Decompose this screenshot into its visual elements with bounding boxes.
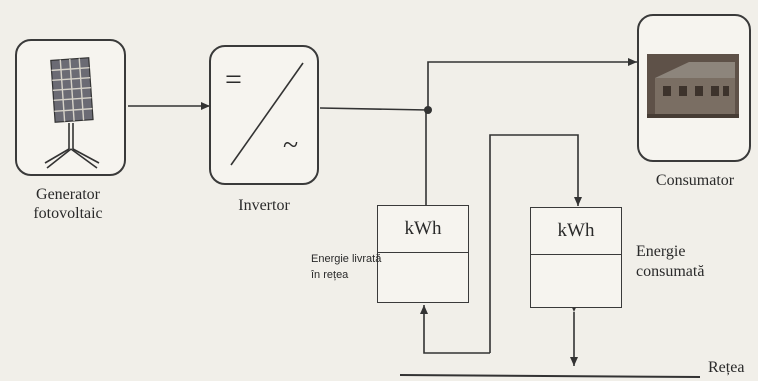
dc-symbol: =	[225, 63, 242, 96]
delivered-meter-label-line1: Energie livrată	[311, 253, 382, 265]
delivered-meter-unit: kWh	[378, 206, 468, 253]
grid-label: Rețea	[708, 359, 745, 376]
grid-to-delivered-meter-line	[420, 305, 490, 354]
consumed-energy-meter: kWh	[530, 207, 622, 308]
consumed-meter-label-line1: Energie	[636, 243, 686, 260]
delivered-meter-label-line2: în rețea	[311, 269, 349, 281]
inverter-symbol-icon	[230, 62, 304, 166]
solar-panel-icon	[44, 57, 100, 169]
junction-to-consumer-line	[427, 58, 637, 110]
junction-dot	[424, 106, 432, 114]
generator-box	[15, 39, 126, 176]
ac-symbol: ~	[283, 130, 299, 161]
inverter-label: Invertor	[238, 197, 290, 214]
consumer-label: Consumator	[655, 172, 735, 189]
grid-line	[399, 374, 701, 378]
consumed-meter-unit: kWh	[531, 208, 621, 255]
grid-to-consumed-meter-line	[489, 134, 582, 353]
inverter-to-junction-line	[319, 107, 429, 111]
house-icon	[647, 54, 739, 118]
inverter-box: = ~	[209, 45, 319, 185]
generator-label-line2: fotovoltaic	[33, 205, 103, 222]
delivered-energy-meter: kWh	[377, 205, 469, 303]
consumer-box	[637, 14, 751, 162]
consumed-meter-label-line2: consumată	[636, 263, 705, 280]
generator-label-line1: Generator	[36, 186, 100, 203]
